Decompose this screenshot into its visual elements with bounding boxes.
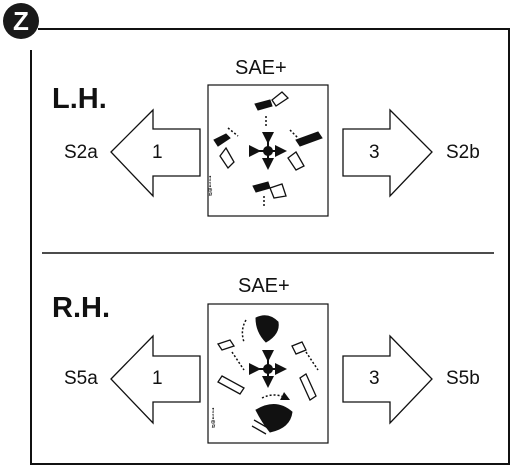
- rh-right-arm-icon: [291, 341, 319, 401]
- badge-circle: [3, 3, 39, 39]
- rh-bottom-bucket-icon: [251, 391, 293, 435]
- rh-decal-text: ᴓ⊕⊷⊶: [211, 407, 217, 428]
- rh-right-arrow: [342, 334, 433, 425]
- lh-side-label: L.H.: [52, 83, 107, 115]
- rh-left-number: 1: [152, 368, 163, 389]
- rh-left-arrow: [110, 334, 201, 425]
- lh-right-code: S2b: [446, 142, 480, 163]
- lh-right-number: 3: [369, 142, 380, 163]
- lh-center-cross-icon: [249, 132, 287, 170]
- rh-right-number: 3: [369, 368, 380, 389]
- badge-letter: Z: [13, 5, 29, 36]
- lh-left-number: 1: [152, 142, 163, 163]
- lh-right-arrow: [342, 108, 433, 198]
- rh-center-cross-icon: [249, 350, 287, 388]
- lh-bottom-boom-icon: [252, 181, 287, 206]
- lh-top-boom-icon: [254, 91, 290, 127]
- lh-left-arrow: [110, 108, 201, 198]
- rh-pattern-label: SAE+: [238, 275, 290, 297]
- lh-pattern-label: SAE+: [235, 57, 287, 79]
- lh-right-boom-icon: [287, 129, 323, 171]
- rh-left-code: S5a: [64, 368, 98, 389]
- rh-top-bucket-icon: [241, 315, 279, 343]
- rh-side-label: R.H.: [52, 292, 110, 324]
- rh-decal-symbols: [216, 315, 319, 435]
- lh-left-code: S2a: [64, 142, 98, 163]
- lh-left-boom-icon: [213, 127, 239, 170]
- rh-left-arm-icon: [216, 339, 245, 395]
- rh-right-code: S5b: [446, 368, 480, 389]
- lh-decal-text: ᴓ⊕⊷⊶: [208, 175, 214, 196]
- lh-decal-symbols: [213, 91, 323, 206]
- outer-frame: [30, 28, 510, 465]
